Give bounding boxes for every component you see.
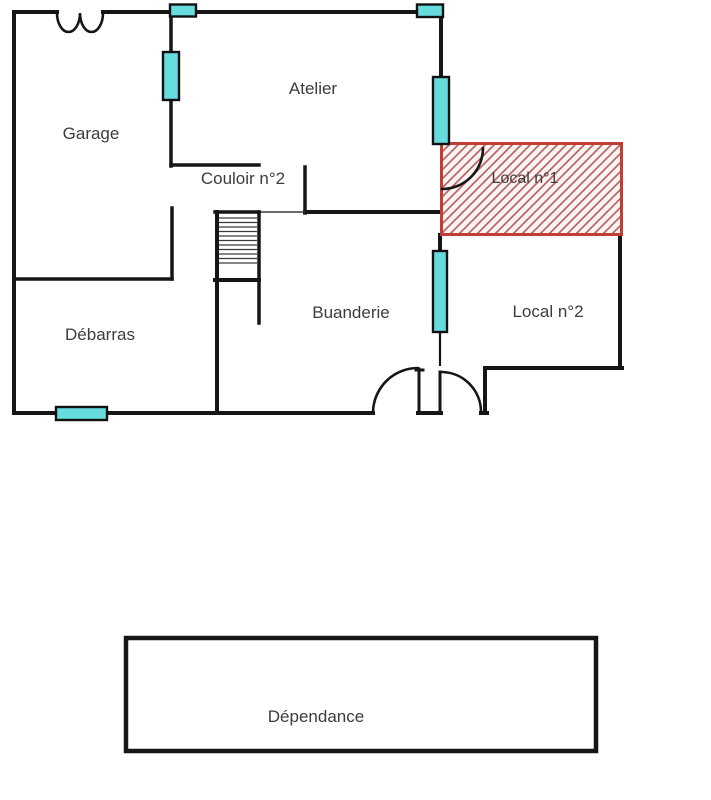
room-label-couloir: Couloir n°2: [201, 169, 285, 188]
local1-hatched-area: [440, 142, 623, 236]
window-debarras-bottom: [54, 405, 109, 422]
room-label-buanderie: Buanderie: [312, 303, 390, 322]
local1-door-arc: [440, 146, 485, 191]
room-label-local2: Local n°2: [512, 302, 583, 321]
windows: [54, 3, 451, 422]
room-label-debarras: Débarras: [65, 325, 135, 344]
room-label-atelier: Atelier: [289, 79, 338, 98]
window-atelier-right: [431, 75, 451, 146]
garage-double-door-arcs: [55, 11, 105, 34]
window-top-garage: [168, 3, 198, 18]
main-building-walls: [12, 10, 624, 415]
dependance-outline: [123, 635, 599, 754]
staircase: [213, 210, 261, 325]
room-label-garage: Garage: [63, 124, 120, 143]
door1-arc: [371, 366, 420, 414]
doors: [55, 11, 483, 414]
room-label-local1: Local n°1: [492, 170, 559, 187]
room-labels: Garage Atelier Couloir n°2 Local n°1 Déb…: [63, 79, 584, 726]
stairs-treads: [219, 217, 257, 264]
window-buanderie-local2: [431, 249, 449, 334]
window-top-atelier: [415, 3, 445, 19]
window-garage-divider: [161, 50, 181, 102]
room-label-dependance: Dépendance: [268, 707, 364, 726]
door2-arc: [440, 370, 483, 414]
local1-highlight: [440, 142, 623, 236]
